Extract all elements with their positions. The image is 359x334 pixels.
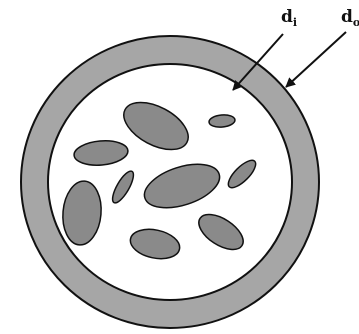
label-inner-diameter: di: [281, 7, 297, 29]
label-outer-diameter: do: [341, 7, 359, 29]
arrow-outer-diameter: [286, 32, 346, 87]
